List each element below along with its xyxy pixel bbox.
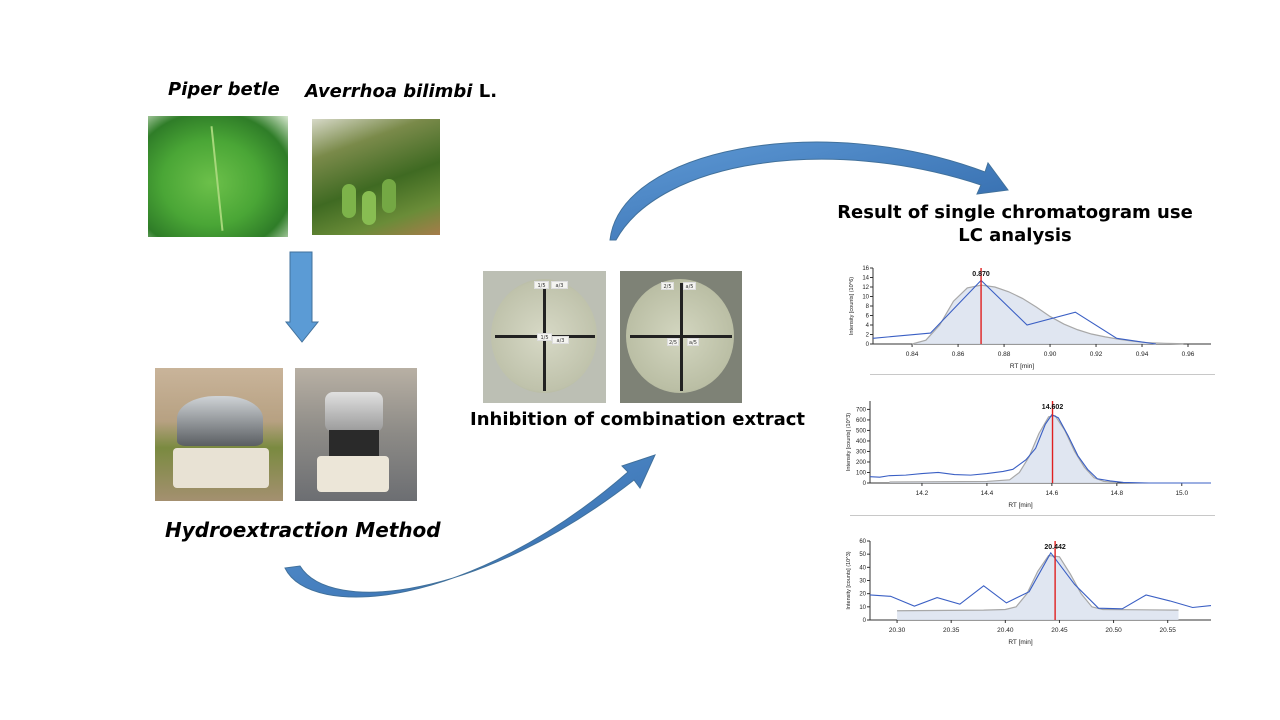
- down-arrow: [284, 251, 320, 343]
- y-tick-label: 10: [859, 605, 866, 611]
- chromatogram-3: 0 10 20 30 40 50 60 20.30 20.35 20.40 20.45 20.50 20…: [846, 539, 1212, 646]
- plate-label: a/3: [551, 281, 568, 289]
- averrhoa-author: L.: [478, 81, 498, 102]
- y-tick-label: 0: [863, 481, 867, 487]
- y-axis-label: Intensity [counts] (10^3): [846, 551, 852, 609]
- cooker-photo-2: [295, 368, 417, 501]
- result-title-line2: LC analysis: [958, 225, 1072, 246]
- x-tick-label: 0.84: [906, 351, 919, 358]
- peak-area: [912, 285, 1184, 344]
- y-tick-label: 16: [862, 266, 869, 272]
- plate-label: a/5: [683, 282, 696, 290]
- chromatogram-2: 0 100 200 300 400 500 600 700 14.2 14.4 14.6 14.8 15…: [846, 401, 1211, 509]
- x-tick-label: 0.94: [1136, 351, 1149, 358]
- x-tick-label: 0.86: [952, 351, 965, 358]
- plate-label: 2/5: [661, 282, 674, 290]
- plate-label: 1/5: [537, 333, 552, 341]
- y-tick-label: 0: [863, 618, 867, 624]
- x-axis-label: RT [min]: [1008, 502, 1033, 509]
- x-tick-label: 20.55: [1160, 627, 1177, 634]
- averrhoa-bilimbi-fruit-photo: [312, 119, 440, 235]
- x-tick-label: 0.92: [1090, 351, 1103, 358]
- inhibition-label: Inhibition of combination extract: [470, 409, 805, 430]
- y-tick-label: 30: [859, 579, 866, 585]
- trace-line: [869, 551, 1212, 610]
- curved-arrow-to-chromatogram: [609, 141, 1009, 241]
- x-axis-label: RT [min]: [1008, 639, 1033, 646]
- y-tick-label: 300: [856, 449, 867, 455]
- result-title-line1: Result of single chromatogram use: [837, 202, 1193, 223]
- y-tick-label: 40: [859, 565, 866, 571]
- piper-betle-leaf-photo: [148, 116, 288, 237]
- peak-label: 20.442: [1044, 544, 1066, 551]
- y-tick-label: 100: [856, 470, 867, 476]
- y-tick-label: 50: [859, 552, 866, 558]
- chart-divider: [870, 374, 1215, 375]
- x-tick-label: 20.40: [997, 627, 1014, 634]
- plate-label: a/5: [687, 338, 699, 346]
- y-tick-label: 8: [866, 304, 870, 310]
- y-tick-label: 500: [856, 428, 867, 434]
- x-tick-label: 14.6: [1046, 490, 1059, 497]
- x-tick-label: 20.50: [1105, 627, 1122, 634]
- y-tick-label: 200: [856, 460, 867, 466]
- y-tick-label: 14: [862, 276, 869, 282]
- x-tick-label: 0.88: [998, 351, 1011, 358]
- x-tick-label: 15.0: [1175, 490, 1188, 497]
- y-tick-label: 6: [866, 314, 870, 320]
- trace-line: [872, 279, 1156, 345]
- y-tick-label: 700: [856, 407, 867, 413]
- curved-arrow-to-inhibition: [284, 454, 656, 598]
- cooker-photo-1: [155, 368, 283, 501]
- y-axis-label: Intensity [counts] (10^3): [846, 413, 852, 471]
- y-tick-label: 10: [862, 295, 869, 301]
- method-label: Hydroextraction Method: [165, 518, 441, 542]
- y-tick-label: 2: [866, 333, 870, 339]
- petri-plate-photo-2: 2/5 a/5 2/5 a/5: [620, 271, 742, 403]
- averrhoa-species: Averrhoa bilimbi: [305, 81, 473, 102]
- y-tick-label: 60: [859, 539, 866, 545]
- y-tick-label: 4: [866, 323, 870, 329]
- y-tick-label: 12: [862, 285, 869, 291]
- plate-label: a/3: [552, 336, 569, 344]
- y-axis-label: Intensity [counts] (10^6): [849, 277, 855, 335]
- plate-label: 1/5: [534, 281, 549, 289]
- petri-plate-photo-1: 1/5 a/3 1/5 a/3: [483, 271, 606, 403]
- peak-area: [889, 415, 1117, 483]
- x-tick-label: 14.4: [981, 490, 994, 497]
- peak-area: [897, 555, 1179, 620]
- chromatogram-1: 0 2 4 6 8 10 12 14 16 0.84 0.86 0.88 0.90 0.92 0.94 0.9…: [849, 266, 1211, 370]
- y-tick-label: 600: [856, 418, 867, 424]
- plate-label: 2/5: [667, 338, 679, 346]
- x-axis-label: RT [min]: [1010, 363, 1035, 370]
- peak-label: 0.870: [972, 271, 990, 278]
- x-tick-label: 0.90: [1044, 351, 1057, 358]
- fit-curve: [897, 554, 1179, 612]
- peak-label: 14.602: [1042, 404, 1064, 411]
- x-tick-label: 20.45: [1051, 627, 1068, 634]
- x-tick-label: 14.8: [1110, 490, 1123, 497]
- y-tick-label: 20: [859, 592, 866, 598]
- x-tick-label: 20.35: [943, 627, 960, 634]
- piper-betle-label: Piper betle: [168, 79, 280, 100]
- y-tick-label: 400: [856, 439, 867, 445]
- y-tick-label: 0: [866, 342, 870, 348]
- averrhoa-label: Averrhoa bilimbi L.: [305, 81, 497, 102]
- x-tick-label: 14.2: [916, 490, 929, 497]
- trace-line: [869, 413, 1211, 484]
- x-tick-label: 0.96: [1182, 351, 1195, 358]
- chart-divider: [850, 515, 1215, 516]
- x-tick-label: 20.30: [889, 627, 906, 634]
